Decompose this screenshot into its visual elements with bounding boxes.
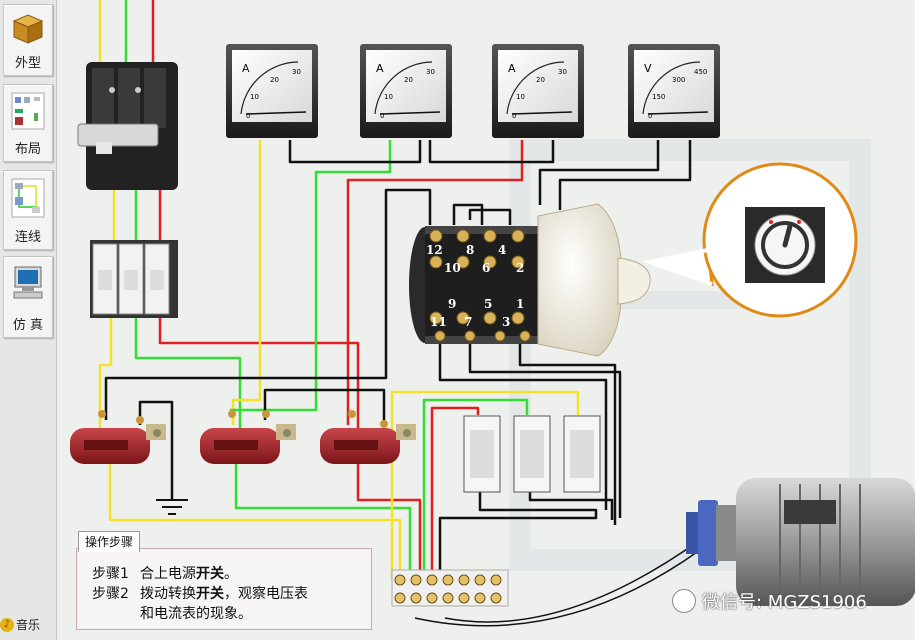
meter-needle	[511, 111, 573, 115]
terminal-label: 8	[466, 243, 474, 257]
music-label: 音乐	[16, 618, 41, 632]
rotary-changeover-switch[interactable]: 12 10 8 6 4 2 9 11 7 5 3 1	[409, 203, 651, 357]
terminal-label: 7	[464, 315, 472, 329]
meter-zero: 0	[512, 112, 516, 120]
terminal-label: 12	[426, 243, 443, 257]
ammeter-2: A 10 20 30 0	[360, 44, 452, 138]
switch-zoom-callout	[642, 162, 858, 318]
terminal-label: 1	[516, 297, 524, 311]
meter-tick: 30	[558, 68, 567, 76]
layout-icon	[11, 92, 45, 130]
step-text: 拨动转换	[140, 586, 196, 602]
step-2-continuation: 和电流表的现象。	[140, 606, 252, 622]
step-number: 步骤1	[92, 566, 129, 582]
step-1: 步骤1 合上电源开关。	[92, 563, 238, 583]
operation-steps-tab[interactable]: 操作步骤	[78, 531, 141, 552]
meter-unit: A	[508, 62, 516, 75]
terminal-label: 2	[516, 261, 524, 275]
sidebar-item-label: 布局	[14, 142, 41, 157]
upper-fuse-block[interactable]	[90, 240, 178, 318]
current-transformer-3	[320, 410, 416, 464]
terminal-label: 10	[444, 261, 461, 275]
sidebar-item-label: 连线	[14, 230, 41, 245]
step-2: 步骤2 拨动转换开关，观察电压表	[92, 583, 308, 603]
music-note-icon: ♪	[0, 617, 14, 632]
terminal-label: 6	[482, 261, 490, 275]
meter-needle	[245, 111, 307, 115]
step-text: 合上电源	[140, 566, 196, 582]
wiring-diagram-canvas: A 10 20 30 0 A 10 20 30 0 A 10 20 30 0 V…	[70, 0, 915, 627]
ammeter-1: A 10 20 30 0	[226, 44, 318, 138]
meter-tick: 10	[250, 93, 259, 101]
step-text-tail: ，观察电压表	[224, 586, 308, 602]
wiring-icon	[11, 178, 45, 218]
meter-tick: 20	[404, 76, 413, 84]
meter-tick: 30	[292, 68, 301, 76]
sidebar-item-label: 外型	[14, 56, 41, 71]
terminal-label: 5	[484, 297, 492, 311]
meter-tick: 30	[426, 68, 435, 76]
main-knife-switch[interactable]	[77, 62, 178, 190]
meter-tick: 300	[672, 76, 685, 84]
meter-needle	[379, 111, 441, 115]
meter-unit: A	[376, 62, 384, 75]
terminal-block[interactable]	[391, 569, 509, 607]
current-transformer-2	[200, 410, 296, 464]
step-text-bold: 开关	[196, 566, 224, 582]
music-toggle[interactable]: ♪ 音乐	[0, 616, 40, 633]
meter-needle	[647, 111, 709, 115]
wires	[98, 0, 701, 627]
current-transformer-1	[70, 410, 166, 464]
step-text-bold: 开关	[196, 586, 224, 602]
step-number: 步骤2	[92, 586, 129, 602]
meter-zero: 0	[246, 112, 250, 120]
meter-zero: 0	[380, 112, 384, 120]
sidebar-item-layout[interactable]: 布局	[3, 84, 53, 162]
terminal-label: 4	[498, 243, 506, 257]
sidebar-item-simulation[interactable]: 仿 真	[3, 256, 53, 338]
step-text-tail: 。	[224, 566, 238, 582]
watermark-text: 微信号: MGZS1906	[702, 592, 867, 613]
sidebar-item-label: 仿 真	[12, 318, 44, 333]
ammeter-3: A 10 20 30 0	[492, 44, 584, 138]
box-icon	[12, 14, 44, 44]
voltmeter: V 150 300 450 0	[628, 44, 720, 138]
operation-steps-panel: 步骤1 合上电源开关。 步骤2 拨动转换开关，观察电压表 和电流表的现象。	[76, 548, 372, 630]
terminal-label: 3	[502, 315, 510, 329]
meter-tick: 150	[652, 93, 665, 101]
meter-tick: 20	[536, 76, 545, 84]
lower-fuse-2[interactable]	[513, 415, 551, 493]
terminal-label: 11	[430, 315, 447, 329]
meter-unit: V	[644, 62, 652, 75]
lower-fuse-1[interactable]	[463, 415, 501, 493]
meter-tick: 20	[270, 76, 279, 84]
meter-tick: 450	[694, 68, 707, 76]
sidebar-item-wiring[interactable]: 连线	[3, 170, 53, 250]
ground-symbol	[156, 499, 188, 515]
induction-motor	[686, 478, 915, 606]
meter-tick: 10	[384, 93, 393, 101]
wechat-icon	[672, 589, 696, 613]
terminal-label: 9	[448, 297, 456, 311]
sidebar: 外型 布局 连线 仿 真	[0, 0, 57, 640]
computer-icon	[13, 266, 43, 299]
lower-fuse-3[interactable]	[563, 415, 601, 493]
meter-zero: 0	[648, 112, 652, 120]
wechat-watermark: 微信号: MGZS1906	[672, 588, 867, 614]
meter-unit: A	[242, 62, 250, 75]
sidebar-item-appearance[interactable]: 外型	[3, 4, 53, 76]
meter-tick: 10	[516, 93, 525, 101]
